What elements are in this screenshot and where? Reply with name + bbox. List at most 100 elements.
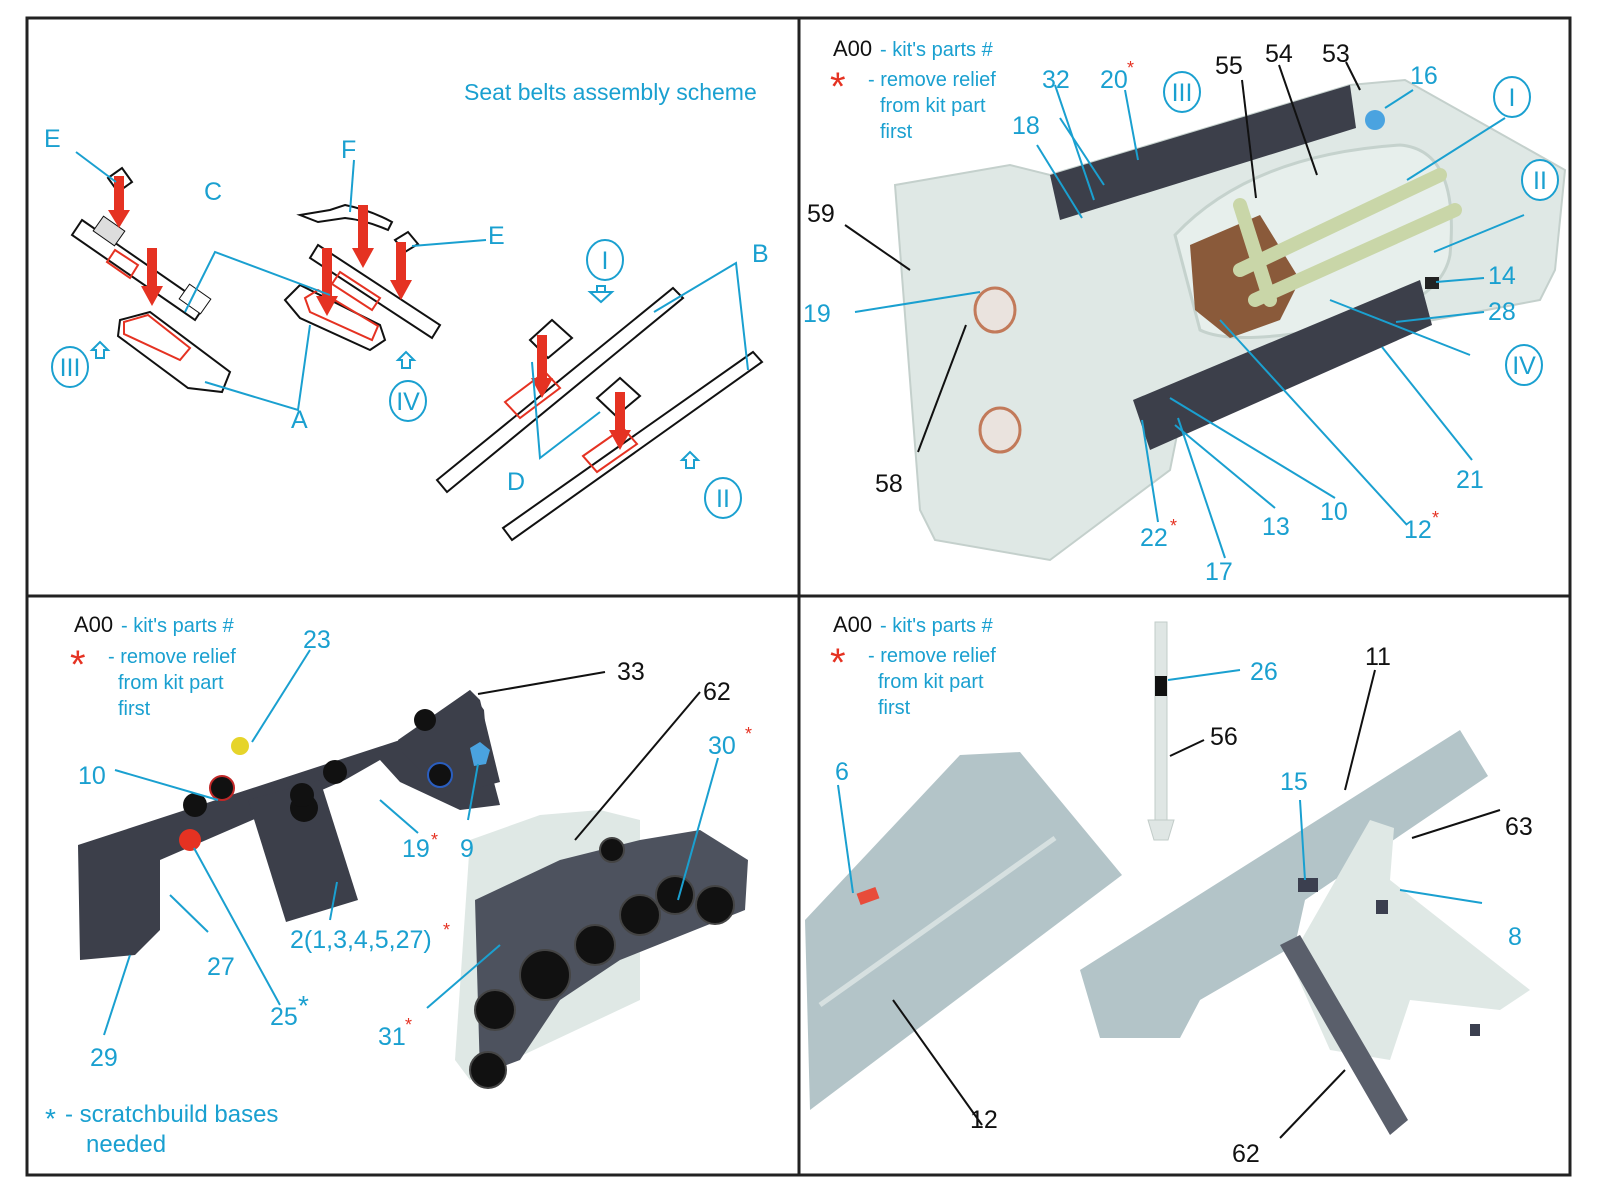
svg-text:*: * — [1170, 516, 1177, 536]
gauge — [323, 760, 347, 784]
label-18: 18 — [1012, 112, 1040, 140]
svg-text:31: 31 — [378, 1023, 406, 1051]
svg-text:III: III — [1172, 79, 1193, 107]
svg-text:from kit part: from kit part — [880, 95, 986, 117]
roman-marker-ii: II — [704, 477, 742, 519]
label-13: 13 — [1262, 513, 1290, 541]
part-8-switch — [1376, 900, 1388, 914]
svg-text:*: * — [45, 1103, 56, 1134]
label-63: 63 — [1505, 813, 1533, 841]
belt-part-d-upper — [528, 318, 574, 360]
svg-text:II: II — [716, 485, 730, 513]
red-arrow — [108, 176, 163, 306]
svg-text:*: * — [1127, 58, 1134, 78]
label-f: F — [341, 136, 356, 164]
part-14-handle — [1425, 277, 1439, 289]
hollow-arrow-icon — [89, 285, 701, 469]
svg-text:I: I — [602, 247, 609, 275]
belt-pad-a-left — [116, 310, 232, 394]
belt-hatch — [503, 370, 562, 420]
label-31: 31 * — [378, 1015, 412, 1051]
svg-text:III: III — [60, 354, 81, 382]
svg-text:20: 20 — [1100, 66, 1128, 94]
label-8: 8 — [1508, 923, 1522, 951]
svg-text:*: * — [745, 724, 752, 744]
svg-text:first: first — [118, 698, 151, 720]
label-a: A — [291, 406, 308, 434]
cockpit-side-wall-right — [1080, 730, 1488, 1038]
roman-marker-iii: III — [51, 346, 89, 388]
panel-seat-belts-scheme: Seat belts assembly scheme — [44, 79, 769, 542]
svg-text:needed: needed — [86, 1131, 166, 1158]
roman-marker-i: I — [1493, 76, 1531, 118]
roman-marker-ii: II — [1521, 159, 1559, 201]
svg-text:*: * — [298, 990, 309, 1021]
part-16-knob — [1365, 110, 1385, 130]
svg-text:22: 22 — [1140, 524, 1168, 552]
label-12: 12 — [970, 1106, 998, 1134]
label-58: 58 — [875, 470, 903, 498]
svg-text:- kit's parts #: - kit's parts # — [121, 615, 235, 637]
svg-text:first: first — [878, 697, 911, 719]
svg-text:- remove relief: - remove relief — [868, 69, 996, 91]
label-30: 30 * — [708, 724, 752, 760]
svg-text:*: * — [830, 641, 846, 685]
label-55: 55 — [1215, 52, 1243, 80]
label-19: 19 — [803, 300, 831, 328]
part-9-blue-knob — [470, 742, 490, 766]
svg-text:*: * — [431, 830, 438, 850]
svg-text:- remove relief: - remove relief — [108, 646, 236, 668]
label-22: 22 * — [1140, 516, 1177, 552]
label-c: C — [204, 178, 222, 206]
label-6: 6 — [835, 758, 849, 786]
red-arrow — [531, 335, 631, 450]
svg-text:- kit's parts #: - kit's parts # — [880, 615, 994, 637]
label-33: 33 — [617, 658, 645, 686]
svg-text:from kit part: from kit part — [878, 671, 984, 693]
scratchbuild-note: * - scratchbuild bases needed — [45, 1101, 278, 1158]
label-20: 20 * — [1100, 58, 1134, 94]
part-8-switch — [1470, 1024, 1480, 1036]
belt-hatch — [581, 426, 639, 474]
seat-belts-green — [1233, 168, 1462, 307]
belt-hatch — [330, 270, 382, 312]
roman-marker-iii: III — [1163, 71, 1201, 113]
svg-text:19: 19 — [402, 835, 430, 863]
part-25-red-button — [179, 829, 201, 851]
seat-cushion — [1190, 215, 1300, 338]
svg-text:from kit part: from kit part — [118, 672, 224, 694]
belt-part-c-left — [70, 215, 212, 322]
label-23: 23 — [303, 626, 331, 654]
part-6-red-panel — [856, 886, 880, 906]
gauge — [414, 709, 436, 731]
label-10: 10 — [1320, 498, 1348, 526]
roman-marker-i: I — [586, 239, 624, 281]
label-25: 25 * — [270, 990, 309, 1031]
instrument-subpanel-2 — [248, 780, 358, 922]
rudder-pedal — [978, 406, 1022, 454]
callout-lines — [103, 649, 719, 1036]
instrument-panel-main — [78, 690, 500, 960]
callout-lines — [844, 61, 1525, 559]
control-stick-part-56 — [1147, 621, 1175, 841]
label-16: 16 — [1410, 62, 1438, 90]
svg-text:A00: A00 — [833, 36, 872, 61]
label-26: 26 — [1250, 658, 1278, 686]
side-console-top — [1050, 85, 1356, 220]
label-54: 54 — [1265, 40, 1293, 68]
svg-text:IV: IV — [1512, 352, 1536, 380]
callout-lines — [75, 151, 749, 460]
label-b: B — [752, 240, 769, 268]
gauge — [290, 783, 314, 807]
label-62: 62 — [1232, 1140, 1260, 1168]
part-62-panel — [1280, 935, 1408, 1135]
belt-part-b-upper — [435, 286, 685, 494]
label-15: 15 — [1280, 768, 1308, 796]
callout-lines — [837, 669, 1501, 1139]
svg-text:- remove relief: - remove relief — [868, 645, 996, 667]
label-53: 53 — [1322, 40, 1350, 68]
label-21: 21 — [1456, 466, 1484, 494]
svg-text:30: 30 — [708, 732, 736, 760]
svg-text:- kit's parts #: - kit's parts # — [880, 39, 994, 61]
